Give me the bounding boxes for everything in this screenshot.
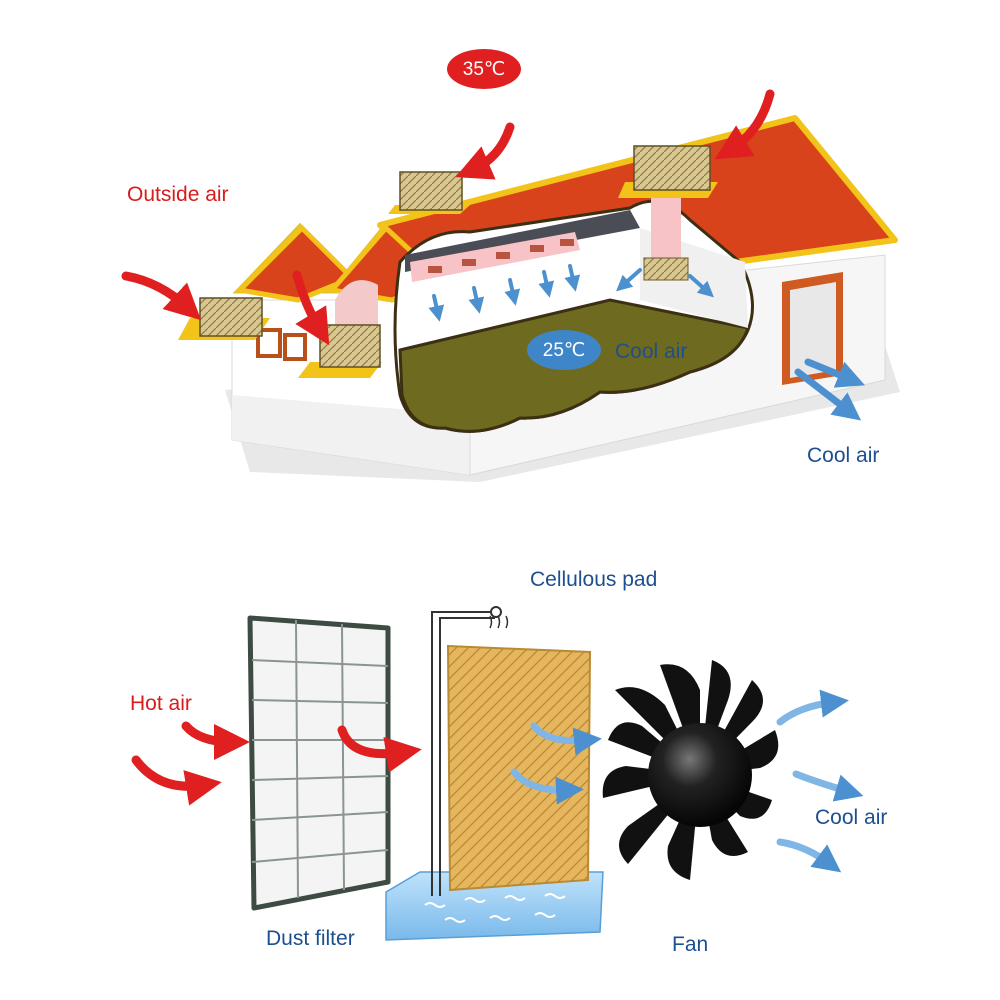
pad-cool-air-arrows [510,722,602,805]
cool-temperature-badge: 25℃ [527,330,601,370]
door-cool-air-arrows [794,358,865,421]
duct-vents [428,239,574,273]
roof-cooler-left [178,297,270,340]
house [225,115,900,482]
hot-temperature-text: 35℃ [462,58,506,80]
hot-temperature-badge: 35℃ [447,49,521,89]
water-pipe [431,606,509,896]
door-cool-air-label: Cool air [807,444,880,467]
dust-filter-label: Dust filter [266,927,355,950]
hot-air-label: Hot air [130,692,192,715]
arrow-outside-left [121,271,202,321]
dust-filter [247,615,391,911]
gable-duct [335,280,378,332]
arrow-outside-middle [292,270,330,346]
ceiling-diffuser [643,257,689,281]
outside-air-label: Outside air [127,183,229,206]
fan-hub [648,723,752,827]
cool-temperature-text: 25℃ [542,339,586,361]
cellulous-pad [446,644,592,892]
roof-cooler-right [618,145,718,198]
ceiling-duct [410,232,580,282]
arrow-outside-right [714,89,775,160]
hot-air-arrows [131,721,422,806]
inside-cool-air-label: Cool air [615,340,688,363]
roof-cooler-ridge [388,171,470,214]
arrow-outside-ridge [455,122,515,180]
inside-cool-air-arrows [428,264,714,322]
fan-label: Fan [672,933,709,956]
door-opening [790,282,836,378]
roof-cooler-middle [298,324,382,378]
bottom-cool-air-label: Cool air [815,806,888,829]
fan-cool-air-arrows [776,689,864,873]
cellulous-pad-label: Cellulous pad [530,568,658,591]
vertical-duct [651,196,681,260]
outside-air-arrows [121,89,775,346]
fan [602,660,779,880]
